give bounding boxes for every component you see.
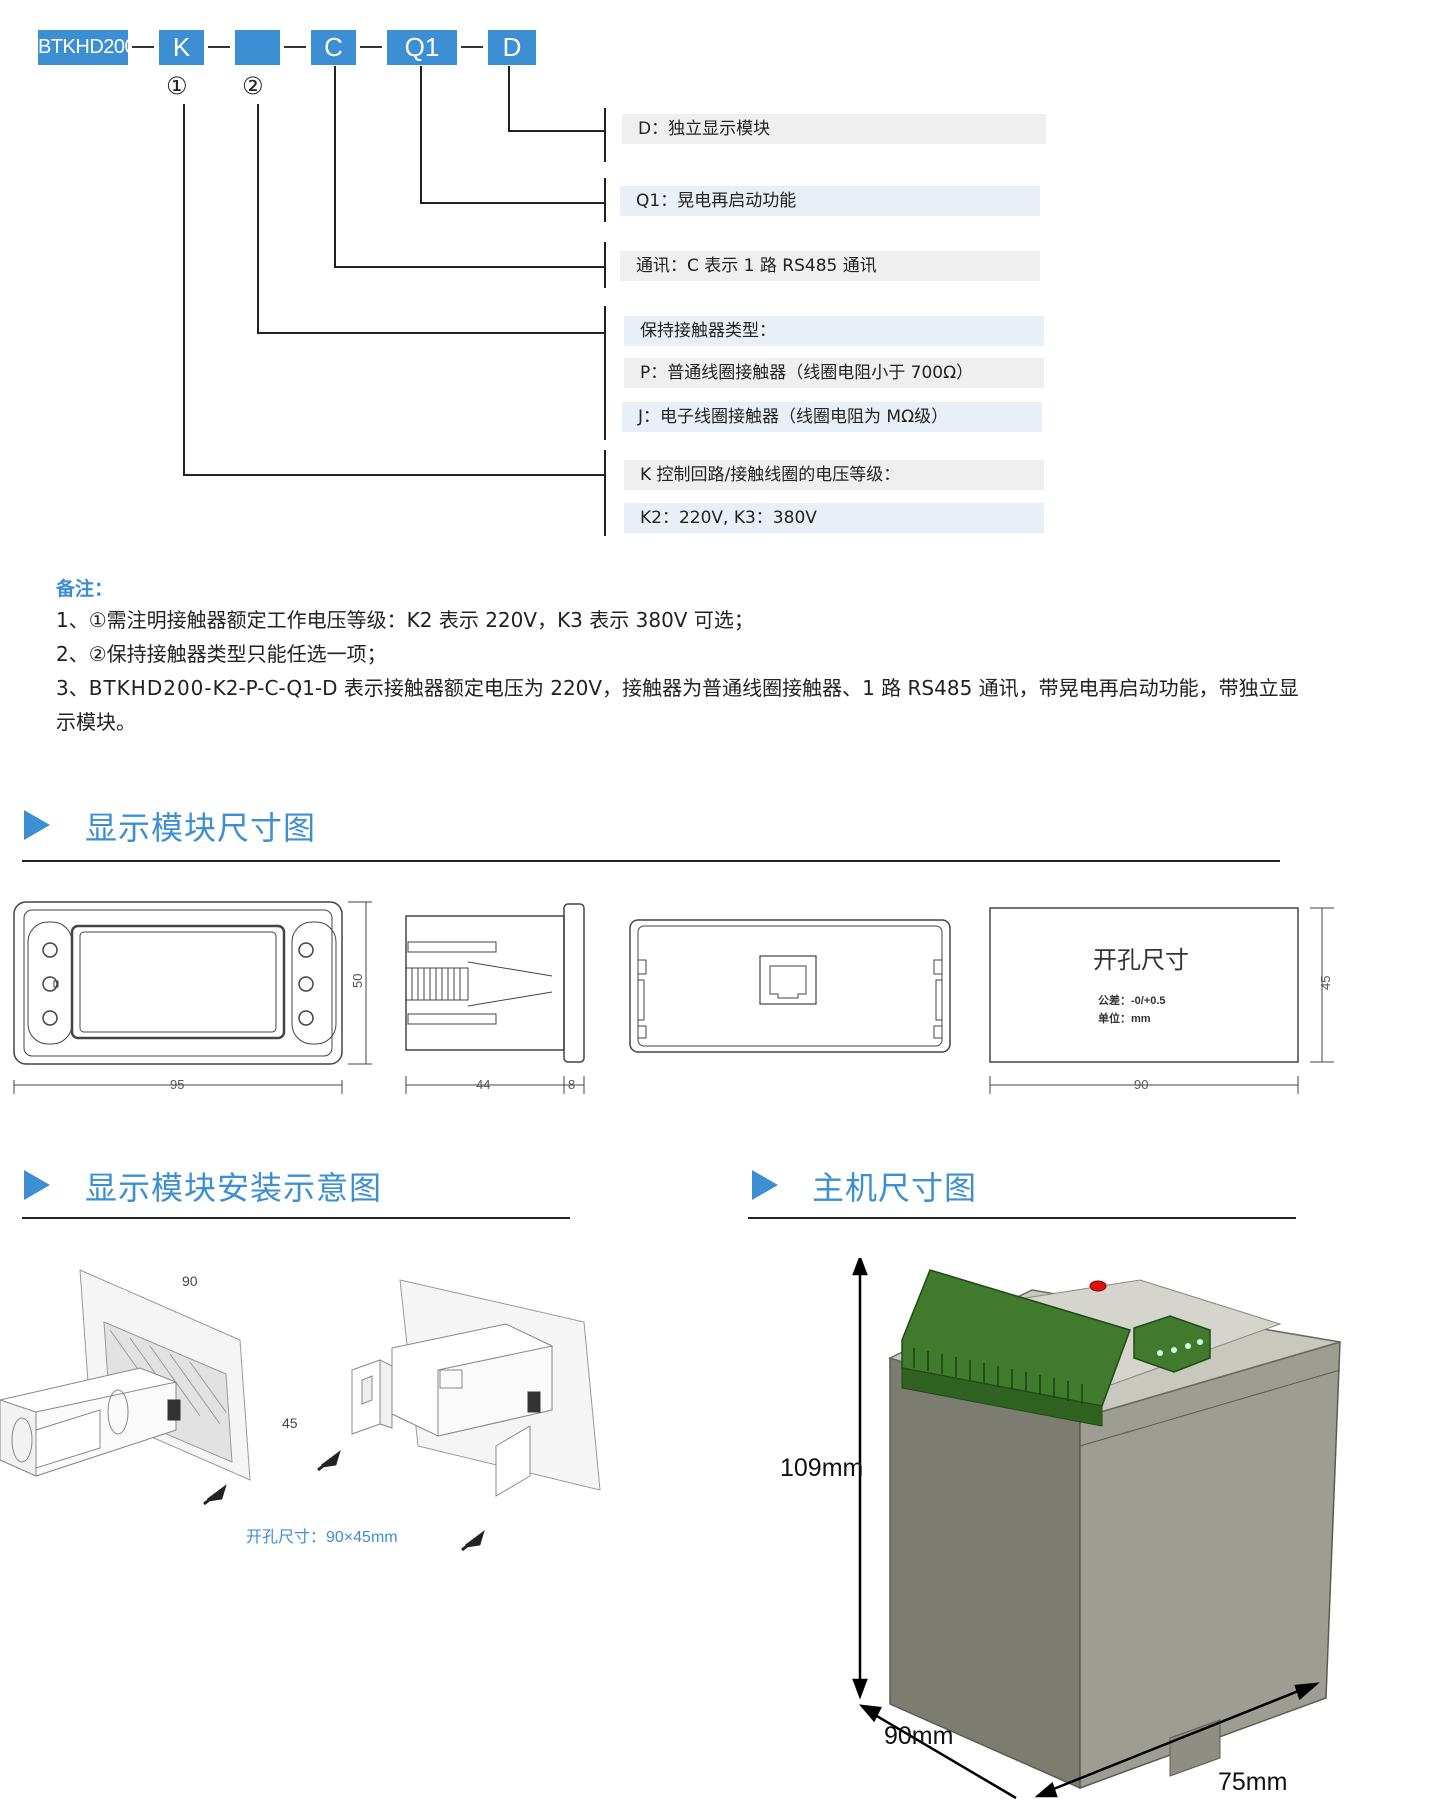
install-caption: 开孔尺寸：90×45mm [246,1528,398,1546]
code-k-box: K [159,30,204,65]
section-arrow-icon [24,1170,50,1200]
terminal-block [901,1269,1131,1407]
arrow-icon [203,1484,227,1506]
host-right-face [1079,1340,1341,1790]
note-3-text-end: 示模块。 [56,710,136,734]
connector-line [604,306,606,440]
install-drawing: 90 45 开孔尺寸：90×45mm [0,1269,601,1552]
connector-line [257,104,259,334]
cutout-unit: 单位：mm [1098,1011,1151,1025]
code-dash [208,46,230,48]
section-title-display-dim: 显示模块尺寸图 [85,809,317,847]
note-1: 1、①需注明接触器额定工作电压等级：K2 表示 220V，K3 表示 380V … [56,608,754,632]
front-view [13,901,372,1094]
front-height-label: 50 [350,974,365,988]
section-rule [22,860,1280,862]
side-depth-label: 44 [476,1077,490,1092]
back-view [629,919,951,1053]
option-q1: Q1：晃电再启动功能 [620,186,1040,216]
note-3-prefix: BTKHD200- [88,676,213,700]
arrow-icon [317,1450,341,1472]
connector-line [604,108,606,162]
connector-line [334,66,336,268]
code-dash [284,46,306,48]
connector-line [183,474,604,476]
host-drawing [852,1258,1341,1800]
small-connector [1133,1315,1211,1373]
connector-line [508,130,604,132]
note-3: 3、BTKHD200-K2-P-C-Q1-D 表示接触器额定电压为 220V，接… [56,671,1346,739]
section-title-host-dim: 主机尺寸图 [812,1169,978,1207]
option-voltage-values: K2：220V, K3：380V [624,503,1044,533]
connector-line [420,202,604,204]
connector-line [420,66,422,204]
marker-1: ① [166,72,188,100]
code-dash [132,46,154,48]
code-dash [461,46,483,48]
connector-line [604,242,606,288]
display-dimension-drawing: 50 95 44 8 [13,901,1334,1094]
install-height-label: 45 [282,1415,298,1431]
option-voltage-title: K 控制回路/接触线圈的电压等级： [624,460,1044,490]
note-3-text: K2-P-C-Q1-D 表示接触器额定电压为 220V，接触器为普通线圈接触器、… [212,676,1299,700]
side-flange-label: 8 [568,1077,575,1092]
cutout-view [989,907,1334,1094]
code-q1-box: Q1 [387,30,457,65]
option-d: D：独立显示模块 [622,114,1046,144]
code-prefix-box: BTKHD200 [38,30,136,65]
section-rule [748,1217,1296,1219]
option-comm: 通讯：C 表示 1 路 RS485 通讯 [620,251,1040,281]
connector-line [257,332,604,334]
cutout-title: 开孔尺寸 [1093,947,1189,974]
cutout-width-label: 90 [1134,1077,1148,1092]
note-3-index: 3、 [56,676,89,700]
front-width-label: 95 [170,1077,184,1092]
connector-line [334,266,604,268]
cutout-tolerance: 公差：-0/+0.5 [1098,993,1166,1007]
section-rule [22,1217,570,1219]
code-d-box: D [488,30,536,65]
code-c-box: C [311,30,356,65]
connector-line [183,104,185,476]
section-arrow-icon [752,1170,778,1200]
cutout-height-label: 45 [1318,976,1333,990]
code-dash [360,46,382,48]
terminal-slots [913,1348,1083,1404]
reset-button-icon [1089,1280,1107,1292]
connector-line [604,178,606,222]
marker-2: ② [242,72,264,100]
host-height-label: 109mm [780,1454,864,1482]
code-blank-box [235,30,280,65]
connector-line [604,450,606,536]
section-title-display-install: 显示模块安装示意图 [85,1169,383,1207]
section-arrow-icon [24,810,50,840]
install-width-label: 90 [182,1273,198,1289]
notes-title: 备注： [56,578,114,600]
host-depth-label: 90mm [884,1722,954,1750]
connector-line [508,66,510,132]
note-2: 2、②保持接触器类型只能任选一项； [56,642,387,666]
host-width-label: 75mm [1218,1768,1288,1796]
side-view [405,903,585,1094]
option-contactor-j: J：电子线圈接触器（线圈电阻为 MΩ级） [622,402,1042,432]
option-contactor-title: 保持接触器类型： [624,316,1044,346]
option-contactor-p: P：普通线圈接触器（线圈电阻小于 700Ω） [624,358,1044,388]
arrow-icon [461,1530,485,1552]
